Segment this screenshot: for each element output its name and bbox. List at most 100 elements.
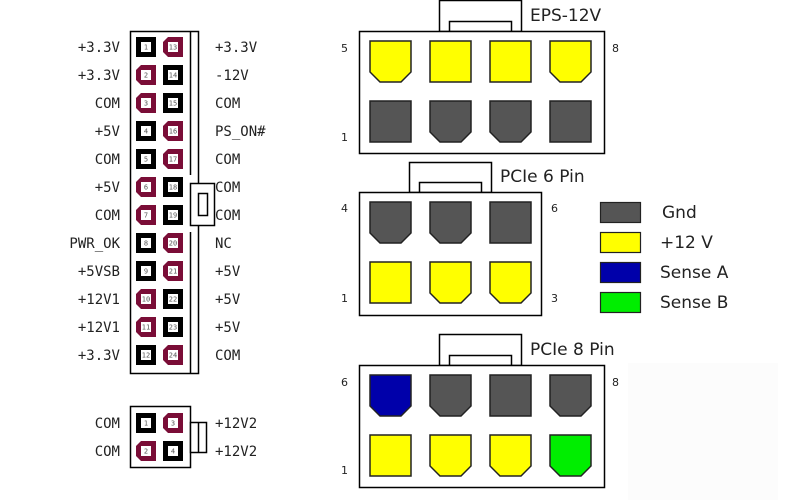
legend-item-gnd: Gnd <box>599 201 697 224</box>
pin-socket <box>141 42 151 52</box>
pin-number: 19 <box>169 212 177 220</box>
pin-number: 2 <box>144 72 148 80</box>
eps-label-top-right: 8 <box>612 42 619 55</box>
legend-item-sense_b: Sense B <box>599 291 728 314</box>
atx24-connector: 123456789101112131415161718192021222324 … <box>69 30 266 375</box>
pin-number: 21 <box>169 268 177 276</box>
pcie6-latch-inner <box>418 181 483 194</box>
pin-socket <box>141 238 151 248</box>
pin-16: 16 <box>163 121 183 141</box>
pin-number: 5 <box>144 156 148 164</box>
pin-label-right: COM <box>215 152 240 168</box>
pin-number: 9 <box>144 268 148 276</box>
pin-number: 1 <box>144 420 148 428</box>
pin-3: 3 <box>136 93 156 113</box>
pin-label-right: +12V2 <box>215 416 257 432</box>
pin-v12 <box>369 434 412 477</box>
pin-19: 19 <box>163 205 183 225</box>
pin-v12 <box>489 261 532 304</box>
pcie6-label-top-left: 4 <box>341 202 348 215</box>
pin-socket <box>168 70 178 80</box>
pcie8-title: PCIe 8 Pin <box>530 340 615 360</box>
pin-socket <box>141 210 151 220</box>
pin-number: 20 <box>169 240 177 248</box>
pin-gnd <box>429 201 472 244</box>
atx24-housing <box>129 30 200 375</box>
eps12v-connector: EPS-12V 5 8 1 <box>341 0 619 155</box>
pin-5: 5 <box>136 149 156 169</box>
pin-socket <box>168 182 178 192</box>
pin-10: 10 <box>136 289 156 309</box>
pin-label-right: +5V <box>215 320 241 336</box>
pin-socket <box>141 70 151 80</box>
pin-label-left: +5V <box>95 180 121 196</box>
pin-label-left: PWR_OK <box>69 236 120 252</box>
pin-label-left: +5VSB <box>78 264 120 280</box>
pin-number: 15 <box>169 100 177 108</box>
pin-label-left: +3.3V <box>78 348 121 364</box>
pcie8-label-bottom-left: 1 <box>341 464 348 477</box>
pin-socket <box>141 446 151 456</box>
pcie8-latch-inner <box>448 354 513 367</box>
pin-number: 1 <box>144 44 148 52</box>
pcie6-connector: PCIe 6 Pin 4 6 1 3 <box>341 161 585 317</box>
pin-socket <box>168 294 178 304</box>
pin-number: 13 <box>169 44 177 52</box>
pin-label-right: COM <box>215 96 240 112</box>
pin-v12 <box>429 261 472 304</box>
pin-v12 <box>429 40 472 83</box>
legend-label: Sense A <box>660 263 729 283</box>
pin-21: 21 <box>163 261 183 281</box>
pin-gnd <box>489 100 532 143</box>
pin-label-left: +12V1 <box>78 320 120 336</box>
pin-label-right: NC <box>215 236 232 252</box>
pin-6: 6 <box>136 177 156 197</box>
pin-number: 24 <box>169 352 177 360</box>
pin-label-right: COM <box>215 208 240 224</box>
pin-number: 3 <box>144 100 148 108</box>
pin-label-left: +3.3V <box>78 40 121 56</box>
pin-number: 4 <box>171 448 175 456</box>
pin-number: 17 <box>169 156 177 164</box>
pin-socket <box>141 154 151 164</box>
pin-22: 22 <box>163 289 183 309</box>
pin-gnd <box>489 201 532 244</box>
pin-socket <box>168 266 178 276</box>
pin-label-right: +12V2 <box>215 444 257 460</box>
pin-7: 7 <box>136 205 156 225</box>
pin-gnd <box>429 100 472 143</box>
pin-socket <box>141 126 151 136</box>
pin-label-right: COM <box>215 348 240 364</box>
pin-label-left: COM <box>95 152 120 168</box>
pcie8-label-top-left: 6 <box>341 376 348 389</box>
pin-gnd <box>549 374 592 417</box>
pin-24: 24 <box>163 345 183 365</box>
legend-swatch <box>599 201 642 224</box>
pin-number: 2 <box>144 448 148 456</box>
pin-label-right: COM <box>215 180 240 196</box>
pin-number: 7 <box>144 212 148 220</box>
pin-socket <box>168 322 178 332</box>
pin-socket <box>141 98 151 108</box>
pin-number: 6 <box>144 184 148 192</box>
pin-gnd <box>549 100 592 143</box>
atx24-latch <box>189 182 216 227</box>
pin-20: 20 <box>163 233 183 253</box>
pin-label-right: +5V <box>215 264 241 280</box>
pin-1: 1 <box>136 413 156 433</box>
pin-v12 <box>429 434 472 477</box>
pin-gnd <box>369 100 412 143</box>
pin-socket <box>168 126 178 136</box>
pin-socket <box>168 42 178 52</box>
pin-18: 18 <box>163 177 183 197</box>
pin-sense_a <box>369 374 412 417</box>
pin-socket <box>168 418 178 428</box>
pin-gnd <box>429 374 472 417</box>
pin-socket <box>168 98 178 108</box>
pin-socket <box>141 322 151 332</box>
eps-label-top-left: 5 <box>341 42 348 55</box>
pcie8-connector: PCIe 8 Pin 6 8 1 <box>341 333 619 489</box>
pin-socket <box>168 350 178 360</box>
